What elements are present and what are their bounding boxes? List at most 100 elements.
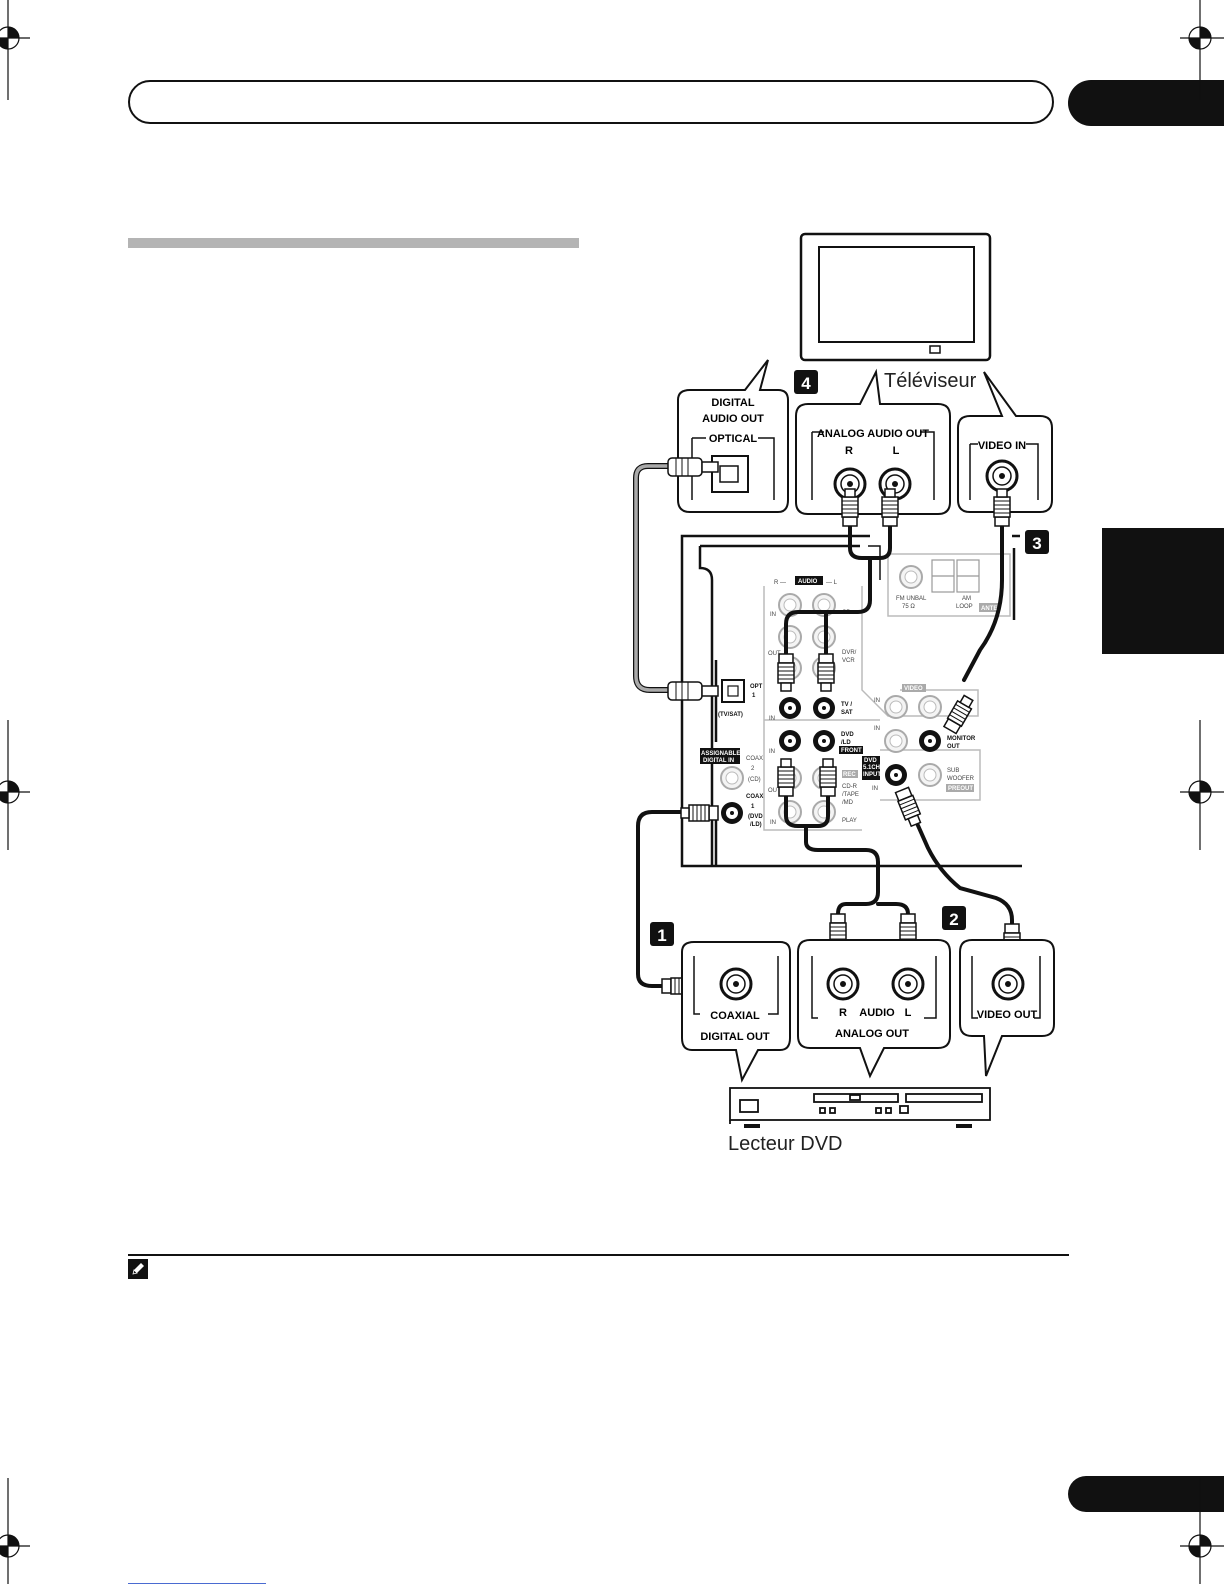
play-in-label: IN [770,820,776,826]
dvd-51ch-input-jack-icon [885,764,907,786]
play-label: PLAY [842,818,857,824]
optical-plug-receiver-icon [667,681,719,701]
receiver-rear-panel [680,534,1022,868]
cdr-label-2: /TAPE [842,792,859,798]
step-1-badge [650,922,674,946]
coax2-label: COAX [746,756,763,762]
plug-tv-video-icon [993,488,1011,527]
plug-rx-tvsat-l-icon [817,653,835,692]
video-in-1-jack-icon [884,695,908,719]
digital-in-label: DIGITAL IN [703,758,734,764]
coax-2-jack-icon [720,766,744,790]
tvsat-in-l-jack-icon [813,697,835,719]
audio-dash-l-label: — L [826,580,838,586]
monitor-out-jack-icon [919,730,941,752]
chapter-number-tab [1068,80,1224,126]
monitor-out-label-1: MONITOR [947,736,976,742]
crop-mark-bottom-left-icon [0,1478,30,1584]
step-1-label: 1 [657,926,666,945]
dvd51-label-3: INPUT [863,772,881,778]
video-in-label-1: IN [874,698,880,704]
tv-video-in-callout [957,371,1053,513]
tvsat-in-label: IN [769,716,775,722]
tv-label: Téléviseur [884,370,977,392]
rec-label: REC [843,772,856,778]
rec-out-label: OUT [768,788,781,794]
loop-label: LOOP [956,604,973,610]
crop-mark-top-left-icon [0,0,30,100]
sub-label: SUB [947,768,959,774]
dvd-audio-r-jack-icon [826,967,860,1001]
fm-unbal-label: FM UNBAL [896,596,927,602]
step-3-badge [1025,530,1049,554]
dvd-ld-label-1: DVD [841,732,854,738]
video-in-3-jack-icon [884,729,908,753]
dvd-audio-label: AUDIO [859,1007,895,1019]
dvr-out-r-jack-icon [778,625,802,649]
plug-rx-51ch-icon [893,786,925,829]
plug-tv-l-icon [881,488,899,527]
dvd-video-out-callout [959,939,1055,1077]
dvd-label: Lecteur DVD [728,1133,843,1155]
coax1-num-label: 1 [751,804,755,810]
video-in-label-2: IN [874,726,880,732]
video-section-label: VIDEO [904,686,923,692]
fm-antenna-jack-icon [899,565,923,589]
coax2-num-label: 2 [751,766,755,772]
digital-audio-out-line1: DIGITAL [711,397,754,409]
dvr-label-1: DVR/ [842,650,857,656]
tv-analog-audio-out-callout [795,368,951,515]
audio-header-label: AUDIO [798,579,818,585]
video-in-2-jack-icon [918,695,942,719]
digital-audio-out-line2: AUDIO OUT [702,413,764,425]
digital-out-label: DIGITAL OUT [700,1031,770,1043]
tv-icon [799,232,992,362]
video-out-label: VIDEO OUT [977,1009,1038,1021]
tv-l-label: L [893,445,900,457]
note-icon [128,1259,148,1279]
dvd-l-label: L [905,1007,912,1019]
dvd-digital-out-callout [681,941,791,1083]
play-l-jack-icon [812,800,836,824]
analog-out-label: ANALOG OUT [835,1028,909,1040]
step-2-label: 2 [949,910,958,929]
optical-label: OPTICAL [709,433,758,445]
fm-75-label: 75 Ω [902,604,915,610]
analog-audio-out-label: ANALOG AUDIO OUT [817,428,929,440]
opt-label: OPT [750,684,763,690]
section-heading-bar [128,238,579,248]
coax1-label: COAX [746,794,763,800]
coax-1-jack-icon [721,802,743,824]
dvd-player-icon [729,1087,991,1128]
dvd-video-out-jack-icon [991,967,1025,1001]
crop-mark-bottom-right-icon [1180,1478,1224,1584]
assignable-label: ASSIGNABLE [701,751,740,757]
language-side-tab [1102,528,1224,654]
page-number-tab [1068,1476,1224,1512]
tv-digital-audio-out-callout [677,359,789,513]
footnote-divider [128,1254,1069,1256]
ante-label: ANTE [981,606,997,612]
step-3-label: 3 [1032,534,1041,553]
tvsat-label-1: TV / [841,702,852,708]
crop-mark-top-right-icon [1180,0,1224,100]
cd-in-label: IN [770,612,776,618]
monitor-out-label-2: OUT [947,744,960,750]
header-title-bar [128,80,1054,124]
optical-in-port-icon [721,679,745,703]
step-2-badge [942,906,966,930]
dvd-in-r-jack-icon [779,730,801,752]
plug-tv-r-icon [841,488,859,527]
dvr-label-2: VCR [842,658,855,664]
optical-plug-tv-icon [667,457,719,477]
tvsat-label-2: SAT [841,710,853,716]
tvsat-in-r-jack-icon [779,697,801,719]
coax1-dvd-label: (DVD [748,814,763,820]
tv-video-in-jack-icon [985,459,1019,493]
plug-rx-tvsat-r-icon [777,653,795,692]
step-4-badge [794,370,818,394]
tv-sat-paren-label: (TV/SAT) [718,712,743,718]
woofer-label: WOOFER [947,776,975,782]
plug-rx-dvd-l-icon [819,758,837,797]
